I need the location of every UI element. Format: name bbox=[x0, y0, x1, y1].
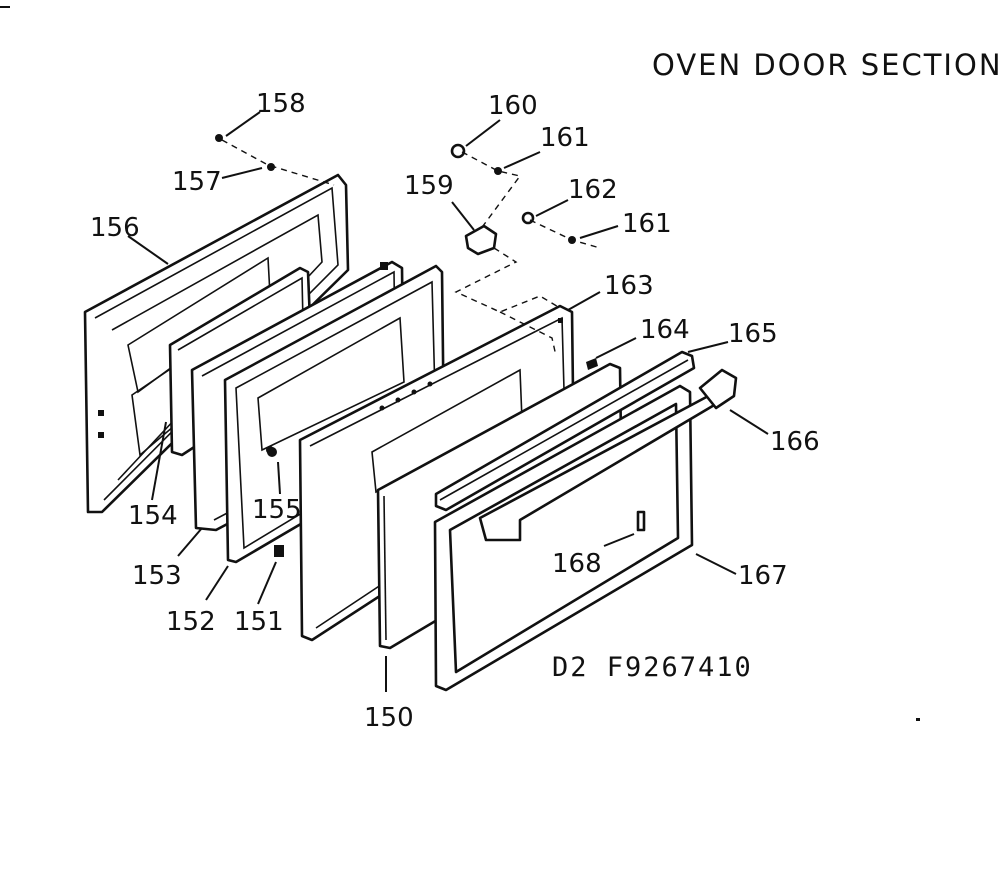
part-label-163: 163 bbox=[604, 271, 654, 301]
part-161-nut-upper bbox=[494, 167, 502, 175]
handle-trim bbox=[434, 350, 696, 512]
door-trim-frame bbox=[433, 384, 694, 692]
part-label-151: 151 bbox=[234, 607, 284, 637]
part-168-clip bbox=[636, 510, 646, 532]
part-label-166: 166 bbox=[770, 427, 820, 457]
part-label-160: 160 bbox=[488, 91, 538, 121]
part-label-153: 153 bbox=[132, 561, 182, 591]
part-label-158-text: 158 bbox=[256, 89, 306, 119]
drawing-code: D2 F9267410 bbox=[552, 652, 753, 683]
part-label-159: 159 bbox=[404, 171, 454, 201]
part-label-161-upper: 161 bbox=[540, 123, 590, 153]
part-label-156: 156 bbox=[90, 213, 140, 243]
part-label-157: 157 bbox=[172, 167, 222, 197]
door-handle bbox=[478, 368, 738, 542]
part-164-bracket bbox=[586, 358, 598, 370]
part-162-screw bbox=[521, 211, 535, 225]
part-label-152: 152 bbox=[166, 607, 216, 637]
part-label-165: 165 bbox=[728, 319, 778, 349]
scan-speck bbox=[916, 718, 920, 721]
part-151-spring bbox=[274, 545, 284, 557]
part-label-150: 150 bbox=[364, 703, 414, 733]
part-157-washer bbox=[267, 163, 275, 171]
part-label-168: 168 bbox=[552, 549, 602, 579]
part-155-pin bbox=[267, 447, 277, 457]
part-158-screw bbox=[215, 134, 223, 142]
part-label-161-lower: 161 bbox=[622, 209, 672, 239]
part-label-167: 167 bbox=[738, 561, 788, 591]
diagram-title: OVEN DOOR SECTION bbox=[652, 48, 1000, 82]
part-label-164: 164 bbox=[640, 315, 690, 345]
leader-lines bbox=[127, 111, 769, 692]
part-label-162: 162 bbox=[568, 175, 618, 205]
part-label-155: 155 bbox=[252, 495, 302, 525]
scan-speck bbox=[0, 6, 10, 8]
part-label-154: 154 bbox=[128, 501, 178, 531]
part-159-hinge bbox=[464, 224, 498, 256]
part-160-washer bbox=[450, 143, 466, 159]
